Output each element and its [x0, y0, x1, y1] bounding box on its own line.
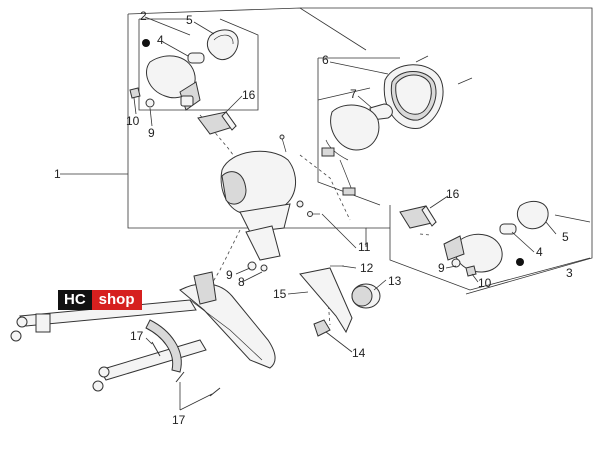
callout-labels: 1 2 3 4 4 5 5 6 7 8 9 9 9 10 10 11 12 13… — [54, 9, 573, 427]
callout-12: 12 — [360, 261, 374, 275]
taillight-body — [220, 134, 304, 261]
reflector-housing — [321, 104, 380, 196]
callout-5a: 5 — [186, 13, 193, 27]
logo-part-shop: shop — [91, 290, 142, 310]
right-nut-washer — [451, 258, 477, 277]
callout-9a: 9 — [148, 126, 155, 140]
left-grommet — [197, 111, 237, 135]
left-turn-signal-housing — [142, 39, 201, 111]
assembly-outline — [127, 7, 593, 295]
screws-17 — [151, 341, 221, 397]
callout-9b: 9 — [226, 268, 233, 282]
left-bulb — [187, 52, 205, 64]
callout-1: 1 — [54, 167, 61, 181]
callout-4b: 4 — [536, 245, 543, 259]
hcshop-logo: HC shop — [58, 290, 142, 310]
callout-17a: 17 — [130, 329, 144, 343]
right-turn-signal-housing — [443, 233, 524, 273]
callout-17b: 17 — [172, 413, 186, 427]
marker-dot-right — [516, 258, 524, 266]
subgroup-3-outline — [389, 205, 591, 291]
callout-16b: 16 — [446, 187, 460, 201]
support-frame — [10, 299, 207, 392]
right-grommet — [399, 205, 437, 229]
callout-2: 2 — [140, 9, 147, 23]
callout-9c: 9 — [438, 261, 445, 275]
left-lens — [206, 29, 239, 60]
leader-lines — [60, 16, 557, 411]
logo-part-hc: HC — [58, 290, 92, 310]
callout-8: 8 — [238, 275, 245, 289]
subgroup-6-outline — [317, 57, 400, 206]
callout-6: 6 — [322, 53, 329, 67]
callout-5b: 5 — [562, 230, 569, 244]
callout-15: 15 — [273, 287, 287, 301]
reflector-disc — [351, 283, 381, 309]
assembly-guides — [199, 114, 431, 326]
right-bulb — [499, 223, 517, 235]
license-plate-mount — [179, 271, 276, 369]
callout-4a: 4 — [157, 33, 164, 47]
callout-10b: 10 — [478, 276, 492, 290]
right-lens — [516, 200, 549, 230]
callout-14: 14 — [352, 346, 366, 360]
plate-bracket — [299, 265, 353, 337]
callout-7: 7 — [350, 87, 357, 101]
left-nut-washer — [129, 87, 155, 108]
subgroup-2-outline — [138, 18, 259, 111]
callout-3: 3 — [566, 266, 573, 280]
bezel-ring — [383, 55, 473, 129]
callout-13: 13 — [388, 274, 402, 288]
marker-dot — [142, 39, 150, 47]
callout-11: 11 — [358, 240, 371, 254]
callout-10a: 10 — [126, 114, 140, 128]
callout-16a: 16 — [242, 88, 256, 102]
